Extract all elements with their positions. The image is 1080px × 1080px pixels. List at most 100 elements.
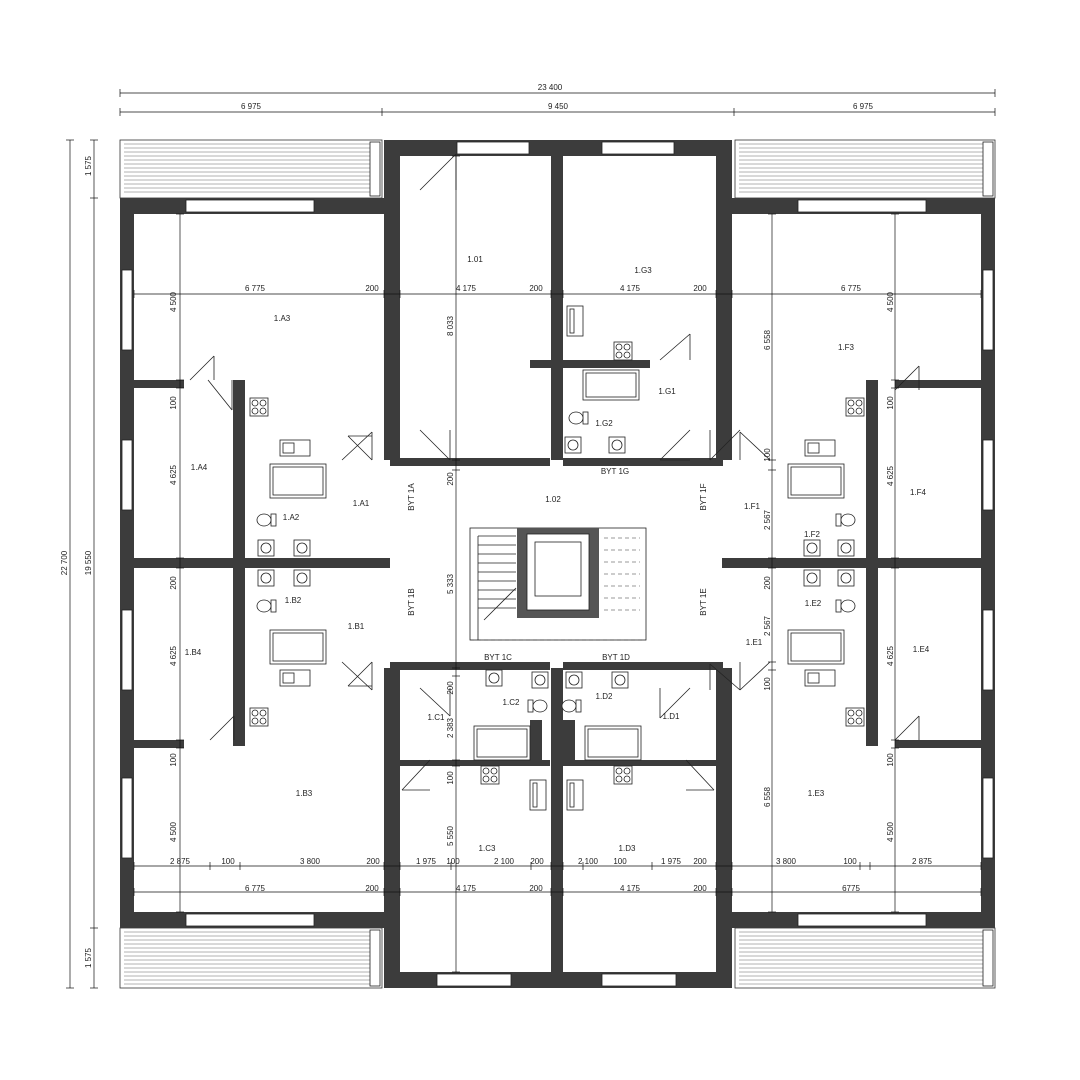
stove-burner — [855, 399, 863, 407]
room-label-1-b2: 1.B2 — [285, 596, 302, 605]
room-label-1-g2: 1.G2 — [595, 419, 613, 428]
sink-drain — [296, 572, 308, 584]
wall-center-left-bottom — [384, 668, 400, 988]
bathtub-inner — [790, 632, 842, 662]
wall-mid-right — [722, 558, 981, 568]
dimension-labels: 23 400 6 975 9 450 6 975 22 700 19 550 1… — [60, 83, 933, 968]
room-label-1-e1: 1.E1 — [746, 638, 763, 647]
dim-label: 200 — [530, 857, 544, 866]
elevator-car — [534, 541, 582, 597]
stair-arrow — [483, 587, 517, 621]
door-icon — [347, 435, 373, 461]
stove-burner — [490, 775, 498, 783]
door-icon — [419, 687, 451, 717]
unit-label-byt-1e: BYT 1E — [699, 588, 708, 615]
stove-burner — [623, 343, 631, 351]
windows — [121, 141, 994, 987]
unit-labels: BYT 1A BYT 1B BYT 1G BYT 1F BYT 1E BYT 1… — [407, 467, 708, 662]
toilet-tank — [575, 699, 582, 713]
sink-drain — [260, 542, 272, 554]
room-label-1-c3: 1.C3 — [479, 844, 496, 853]
toilet-bowl — [568, 411, 584, 425]
room-label-1-a3: 1.A3 — [274, 314, 291, 323]
balcony-bottom-right — [734, 927, 996, 989]
bathtub-inner — [272, 632, 324, 662]
dim-label: 100 — [169, 753, 178, 767]
dim-balcony-top: 1 575 — [84, 155, 93, 176]
toilet-icon — [835, 513, 856, 527]
dim-label: 3 800 — [776, 857, 797, 866]
door-icon — [419, 429, 451, 461]
stove-burner — [482, 767, 490, 775]
stove-burner — [490, 767, 498, 775]
balcony-bottom-left — [119, 927, 383, 989]
window — [185, 913, 315, 927]
dim-left-block: 6 975 — [241, 102, 262, 111]
dim-label: 6 558 — [763, 786, 772, 807]
window — [436, 973, 512, 987]
unit-label-byt-1g: BYT 1G — [601, 467, 629, 476]
unit-label-byt-1a: BYT 1A — [407, 483, 416, 511]
sink-drain — [611, 439, 623, 451]
dim-inner-height: 19 550 — [84, 550, 93, 575]
dim-label: 2 567 — [763, 615, 772, 636]
stove-burner — [251, 407, 259, 415]
room-label-1-02: 1.02 — [545, 495, 561, 504]
dim-label: 4 625 — [886, 465, 895, 486]
kitchen-sink-icon — [279, 439, 311, 457]
dim-label: 2 567 — [763, 509, 772, 530]
dim-label: 6 558 — [763, 329, 772, 350]
toilet-tank — [270, 599, 277, 613]
sink-drain — [260, 572, 272, 584]
stove-burner — [259, 407, 267, 415]
stove-burner — [847, 399, 855, 407]
dim-label: 1 975 — [661, 857, 682, 866]
toilet-tank — [835, 599, 842, 613]
window — [121, 609, 133, 691]
kitchen-sink-body — [529, 779, 547, 811]
wall-center-right-bottom — [716, 668, 732, 988]
dim-label: 100 — [169, 396, 178, 410]
sink-icon — [293, 569, 311, 587]
toilet-icon — [256, 513, 277, 527]
stove-burner — [615, 343, 623, 351]
toilet-icon — [256, 599, 277, 613]
dim-label: 100 — [763, 448, 772, 462]
sink-icon — [564, 436, 582, 454]
dim-overall-height: 22 700 — [60, 550, 69, 575]
room-label-1-01: 1.01 — [467, 255, 483, 264]
toilet-icon — [835, 599, 856, 613]
bathtub-icon — [787, 463, 845, 499]
kitchen-sink-bowl — [807, 442, 820, 454]
dim-overall-width: 23 400 — [538, 83, 563, 92]
dim-label: 200 — [763, 576, 772, 590]
sink-icon — [803, 569, 821, 587]
dim-label: 8 033 — [446, 315, 455, 336]
window — [121, 269, 133, 351]
wall-center-divider-bottom — [551, 668, 563, 988]
sink-drain — [806, 542, 818, 554]
wall-cd-left — [530, 720, 542, 762]
room-label-1-f2: 1.F2 — [804, 530, 821, 539]
door-leaf — [709, 663, 741, 691]
door-leaf — [209, 715, 235, 741]
kitchen-sink-icon — [566, 305, 584, 337]
dim-label: 4 175 — [456, 284, 477, 293]
balcony-top-left — [119, 139, 383, 199]
dim-label: 4 625 — [169, 464, 178, 485]
dim-label: 4 500 — [886, 291, 895, 312]
sink-drain — [840, 572, 852, 584]
room-label-1-a2: 1.A2 — [283, 513, 300, 522]
wall-g2-left — [551, 360, 563, 460]
door-leaf — [685, 759, 715, 791]
wall-left-inner — [233, 380, 245, 746]
dim-label: 100 — [221, 857, 235, 866]
kitchen-sink-bowl — [532, 782, 538, 808]
stove-icon — [249, 707, 269, 727]
door-leaf — [341, 431, 373, 461]
door-icon — [894, 715, 920, 741]
balcony-rail — [369, 141, 381, 197]
unit-label-byt-1f: BYT 1F — [699, 483, 708, 510]
bathtub-icon — [269, 629, 327, 665]
stove-icon — [480, 765, 500, 785]
